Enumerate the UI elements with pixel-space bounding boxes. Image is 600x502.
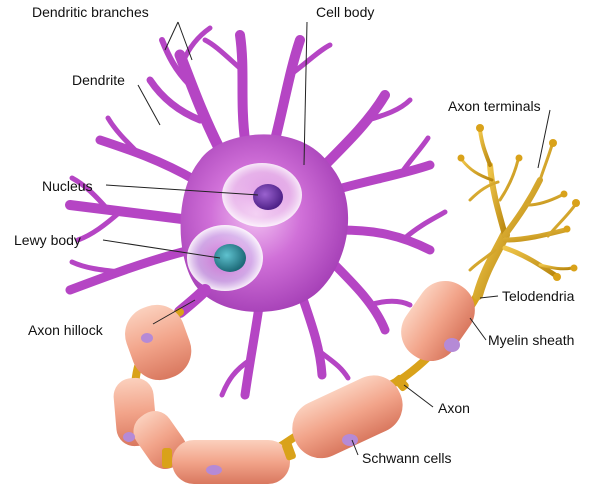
dendrites [65, 25, 448, 400]
label-cell-body: Cell body [316, 4, 375, 20]
axon-terminals [460, 128, 577, 300]
label-axon-terminals: Axon terminals [448, 98, 541, 114]
label-dendrite: Dendrite [72, 72, 125, 88]
label-schwann-cells: Schwann cells [362, 450, 452, 466]
label-lewy-body: Lewy body [14, 232, 81, 248]
schwann-nuclei [123, 333, 460, 475]
label-myelin-sheath: Myelin sheath [488, 332, 575, 348]
label-axon: Axon [438, 400, 470, 416]
leader-lines [102, 21, 551, 456]
label-dendritic-branches: Dendritic branches [32, 4, 149, 20]
terminal-boutons [457, 124, 580, 281]
label-telodendria: Telodendria [502, 288, 575, 304]
nodes-of-ranvier [162, 374, 409, 468]
lewy-body-shape [214, 244, 246, 272]
label-axon-hillock: Axon hillock [28, 322, 103, 338]
label-nucleus: Nucleus [42, 178, 93, 194]
nucleus-shape [253, 184, 283, 210]
